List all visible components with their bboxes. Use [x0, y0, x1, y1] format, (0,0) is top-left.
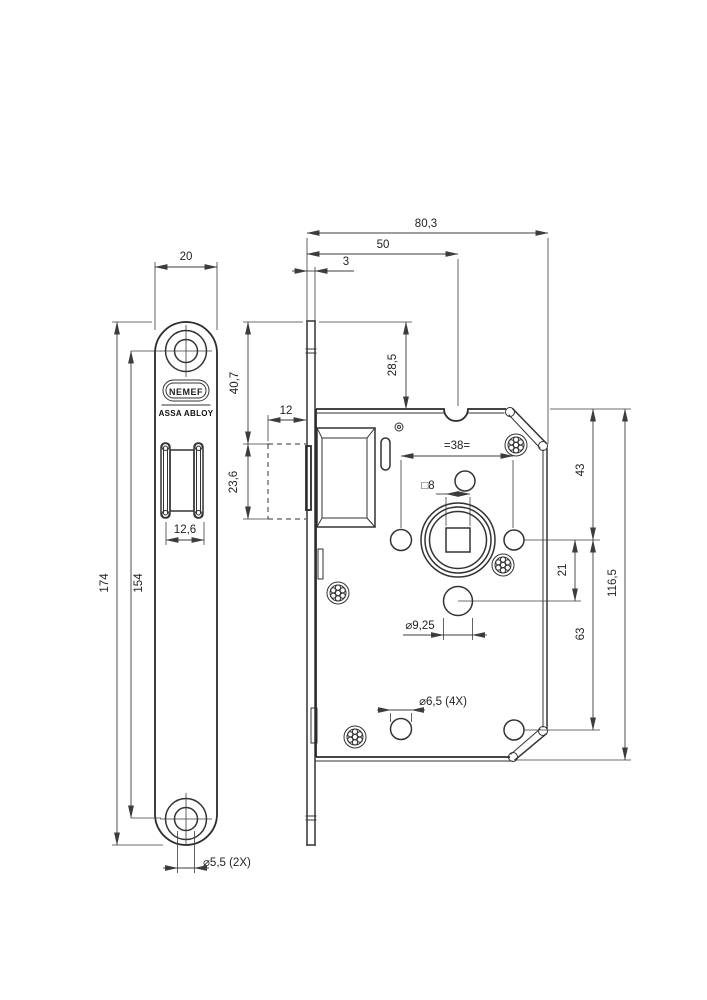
dim-latch-width: 12,6 [174, 524, 196, 536]
dim-overall-depth: 80,3 [415, 218, 437, 230]
dim-body-height: 116,5 [607, 569, 619, 597]
dim-latch-height: 23,6 [228, 471, 240, 493]
rivet [394, 422, 404, 432]
dimensions: 80,3 50 3 20 40,7 23,6 12 28,5 [99, 218, 631, 873]
faceplate-outline [154, 321, 218, 846]
lock-body-front-view [310, 407, 548, 762]
dim-top-to-spindle: 43 [575, 464, 587, 477]
dim-plate-height: 174 [99, 573, 111, 593]
torx-screw-2 [491, 553, 515, 577]
dim-latch-depth: 12 [280, 405, 293, 417]
dim-plate-screw-dia: ⌀5,5 (2X) [203, 857, 251, 869]
fixing-hole-right [503, 719, 525, 741]
upper-hole [454, 470, 476, 492]
dim-backset: 50 [377, 239, 390, 251]
torx-screw-4 [343, 725, 367, 749]
dim-fixing-hole-dia: ⌀6,5 (4X) [419, 696, 467, 708]
faceplate-front-view: NEMEF ASSA ABLOY [154, 321, 218, 846]
slot-oval [380, 437, 391, 471]
brand-parent-text: ASSA ABLOY [159, 409, 214, 418]
handle-hole-right [503, 529, 525, 551]
latch-bolt-front [316, 427, 376, 528]
handle-hole-left [389, 528, 413, 552]
dim-faceplate-thickness: 3 [343, 256, 349, 268]
side-tab-upper [317, 548, 324, 580]
latch-tip-side [305, 445, 312, 511]
dim-center-hole-dia: ⌀9,25 [405, 620, 434, 632]
fixing-hole-left [389, 717, 413, 741]
dim-spindle-square: □8 [421, 480, 434, 492]
dim-spindle-to-fixing: 63 [575, 628, 587, 641]
faceplate-bottom-screw-hole [159, 792, 213, 846]
dim-spindle-to-hole: 21 [557, 564, 569, 577]
body-top-edge [316, 408, 506, 422]
dim-top-to-latch: 40,7 [229, 372, 241, 394]
side-tab-lower [310, 707, 318, 744]
torx-screw-1 [504, 433, 528, 457]
spindle-follower [420, 502, 496, 578]
dim-top-offset: 28,5 [387, 354, 399, 376]
side-edge-view [267, 320, 317, 846]
latch-hidden-outline [267, 443, 306, 520]
faceplate-top-screw-hole [159, 324, 213, 378]
torx-screw-3 [326, 581, 350, 605]
logo-text: NEMEF [169, 387, 203, 397]
brand-logo: NEMEF ASSA ABLOY [159, 379, 214, 418]
dim-screw-spacing: 154 [133, 573, 145, 593]
dim-faceplate-width: 20 [180, 251, 193, 263]
latch-opening [160, 442, 204, 519]
dim-handle-hole-spacing: =38= [444, 440, 471, 452]
